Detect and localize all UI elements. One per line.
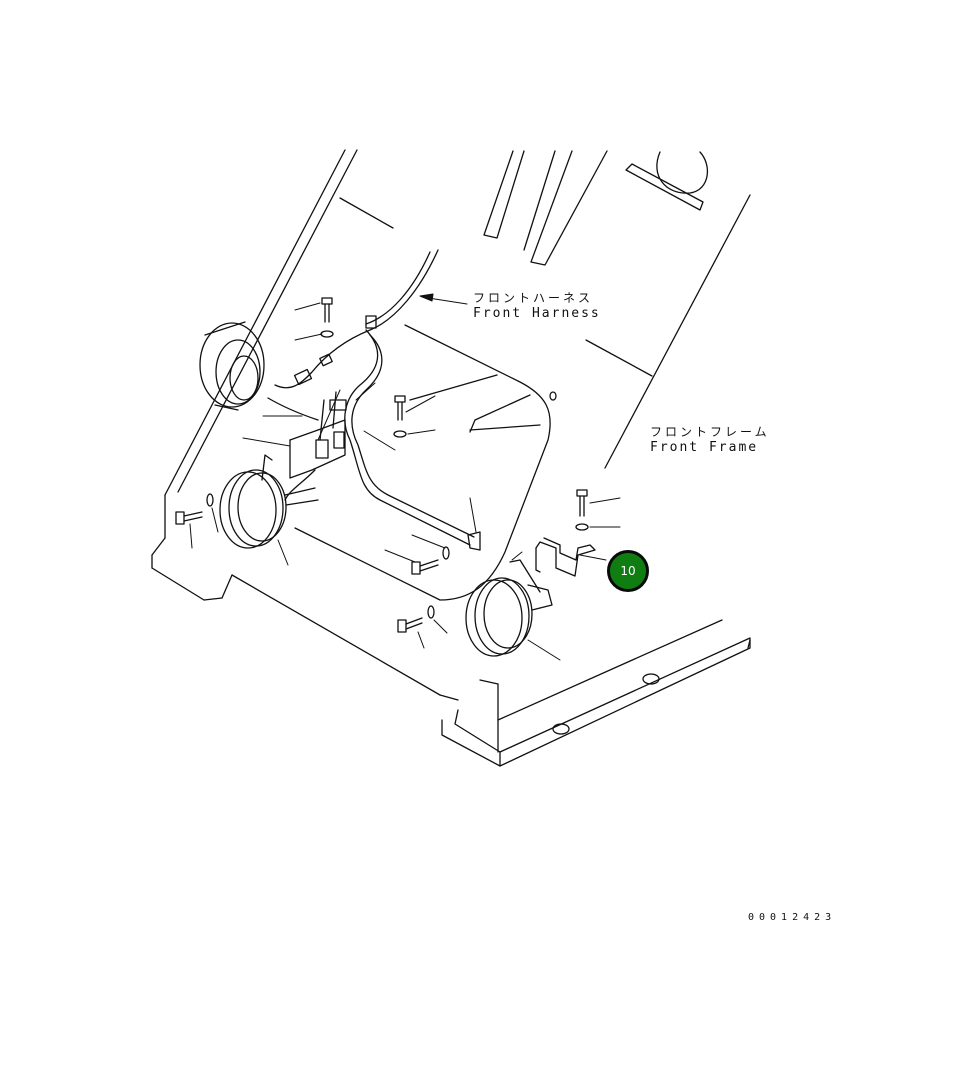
front-frame-label-en: Front Frame (650, 440, 759, 455)
bolt (321, 297, 333, 323)
callout-number: 10 (620, 564, 636, 578)
washer (427, 605, 435, 619)
right-work-light (465, 559, 553, 657)
document-number: 00012423 (748, 912, 837, 923)
light-bracket-part (535, 537, 596, 577)
part-callout-10[interactable]: 10 (607, 550, 649, 592)
washer (442, 546, 450, 560)
boom-links (483, 150, 709, 266)
boom-pivot-boss (199, 321, 265, 411)
washer (320, 330, 334, 338)
bolt (394, 395, 406, 421)
leader-lines (189, 302, 621, 661)
bolt (576, 489, 588, 517)
washer (575, 523, 589, 531)
bolt (411, 559, 439, 575)
bolt (397, 617, 423, 633)
front-harness-label-jp: フロントハーネス (473, 291, 594, 305)
harness-clip (467, 531, 481, 551)
bolt (175, 511, 203, 525)
label-pointer-front-harness (419, 293, 468, 305)
washer (393, 430, 407, 438)
washer (206, 493, 214, 507)
left-frame-rail (151, 149, 459, 701)
front-harness-cable (267, 249, 475, 546)
front-frame-label-jp: フロントフレーム (650, 425, 770, 439)
front-harness-label: フロントハーネス Front Harness (473, 290, 601, 322)
left-mount-bracket (289, 391, 346, 479)
cross-member (294, 324, 557, 601)
left-work-light (219, 454, 319, 549)
bottom-plate (441, 637, 751, 767)
right-frame-rail (497, 194, 751, 721)
front-harness-label-en: Front Harness (473, 306, 601, 321)
front-frame-label: フロントフレーム Front Frame (650, 424, 770, 456)
